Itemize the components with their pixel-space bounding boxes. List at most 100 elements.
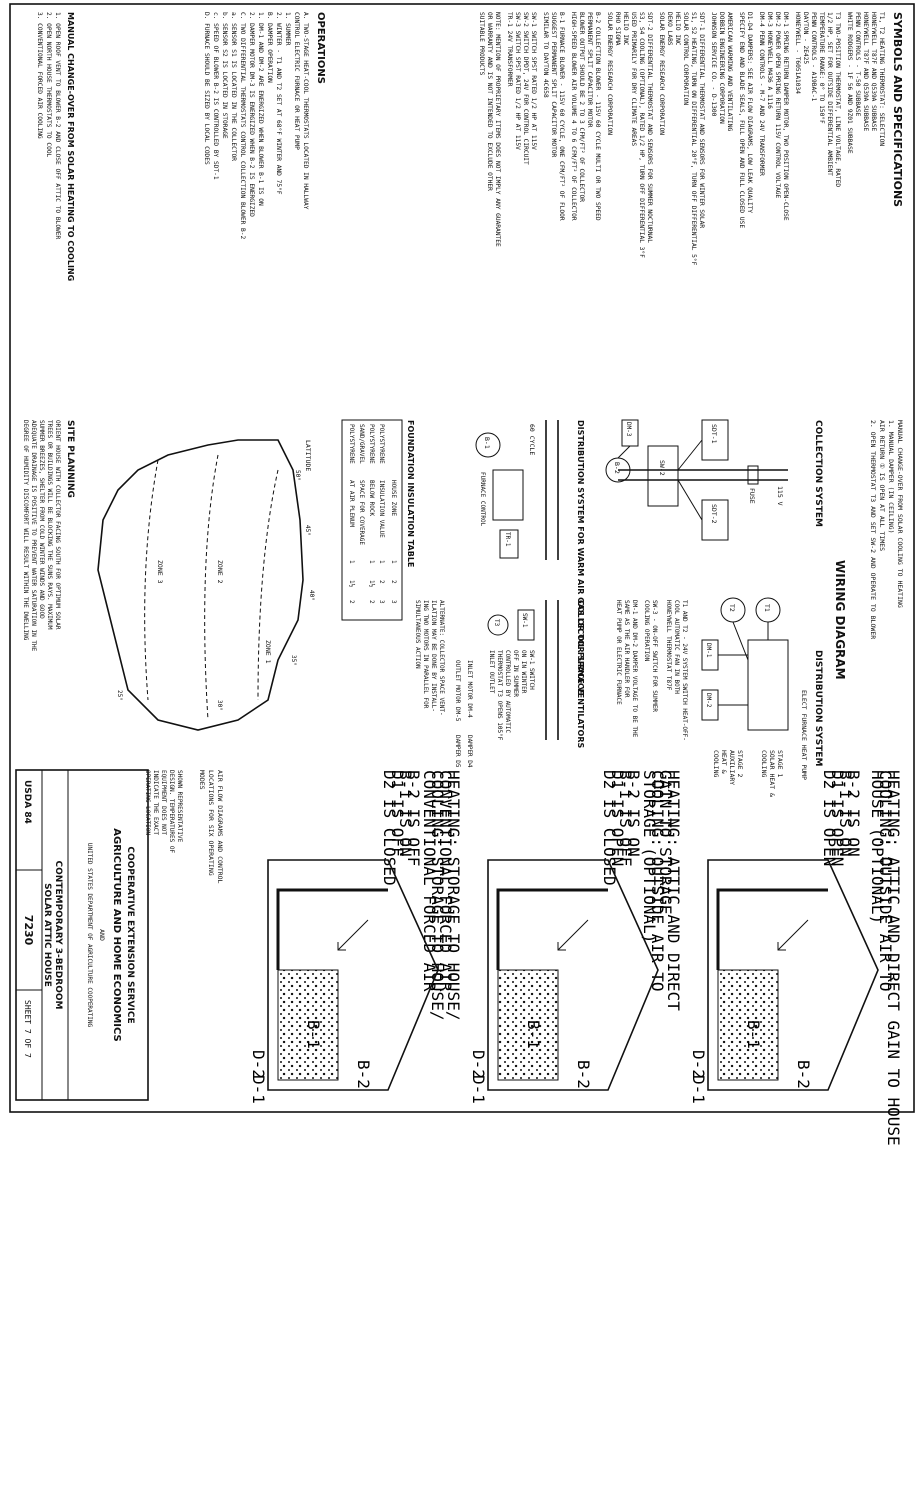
usda-cooperating: UNITED STATES DEPARTMENT OF AGRICULTURE … — [86, 843, 93, 1028]
spec-line: TEMPERATURE RANGE: 0° TO 150°F — [818, 12, 826, 124]
damper-d4-label: DAMPER D4 — [466, 735, 473, 768]
t3-label: T3 — [493, 619, 500, 627]
fuse-symbol — [747, 465, 759, 485]
foundation-insulation-table: FOUNDATION INSULATION TABLE HOUSE ZONE12… — [341, 419, 415, 621]
spec-line: HONEYWELL T87F AND Q539A SUBBASE — [870, 12, 877, 131]
air-duct — [276, 888, 388, 970]
spec-line: AMERICAN WARMING AND VENTILATING — [726, 12, 733, 131]
airflow-panel-state: B-2 IS OFF — [404, 770, 423, 866]
spec-line: SOLAR CONTROL CORPORATION — [682, 12, 689, 105]
sheet-number: SHEET 7 OF 7 — [23, 1000, 32, 1058]
foundation-cell: 2 — [368, 600, 375, 604]
sw-2-label: SW-2 — [658, 460, 666, 476]
spec-line: RHO SIGMA — [614, 12, 621, 46]
inlet-motor-label: INLET MOTOR DM-4 — [466, 660, 473, 718]
airflow-panel-title: HEATING: STORAGE TO HOUSE/ — [444, 770, 463, 1020]
airflow-panel-state: B-2 IS ON — [844, 770, 863, 857]
airflow-panel-title: GAIN TO STORAGE — [656, 770, 675, 915]
b-1-motor — [475, 432, 501, 458]
dm-note: HEAT PUMP OR ELECTRIC FURNACE — [615, 600, 622, 705]
spec-line: HIGH-SPEED BLOWER AIR VOLUME 4 TO 6 CFM/… — [570, 12, 577, 221]
spec-line: SUGGEST PERMANENT SPLIT CAPACITOR MOTOR — [550, 12, 557, 158]
spec-line: B-1 FURNACE BLOWER - 115V 60 CYCLE, ONE … — [558, 12, 565, 221]
latitude-tick: 30° — [216, 700, 223, 711]
org-line-1: COOPERATIVE EXTENSION SERVICE — [125, 846, 135, 1023]
manual-changeover-line: 1. OPEN ROOF VENT TO BLOWER B-2 AND CLOS… — [54, 12, 61, 240]
spec-line: DEKO LABS — [666, 12, 673, 46]
component-tag: D-1 — [249, 1075, 268, 1104]
spec-line: SW-3 SWITCH SPST RATED 1/2 HP AT 115V — [514, 12, 521, 150]
dm-3-label: DM-3 — [625, 422, 632, 437]
foundation-cell: 3 — [378, 600, 385, 604]
foundation-header: HOUSE ZONE — [390, 480, 397, 517]
spec-line: DOBBIN ENGINEERING CORPORATION — [718, 12, 725, 124]
spec-line: T1, T2 HEATING THERMOSTAT: SELECTION — [878, 12, 885, 146]
airflow-note-line: EQUIPMENT DOES NOT — [160, 770, 167, 835]
spec-line: 1/2 HP, SET FOR OUTSIDE DIFFERENTIAL AMB… — [826, 12, 833, 176]
house-section — [707, 859, 879, 1091]
foundation-cell: SPACE FOR COVERAGE — [358, 480, 365, 545]
house-section — [267, 859, 439, 1091]
t-note: COOL AUTOMATIC FAN IN BOTH — [673, 600, 680, 694]
wiring-title: WIRING DIAGRAM — [833, 560, 847, 680]
airflow-panel-state: D1 IS OPEN — [828, 770, 847, 866]
b-2-label: B-2 — [613, 462, 621, 474]
damper-d5-label: DAMPER D5 — [454, 735, 461, 768]
spec-line: NOTE: MENTION OF PROPRIETARY ITEMS DOES … — [494, 12, 501, 247]
ventilator-alternate-note: ALTERNATE: COLLECTOR SPACE VENT- — [438, 600, 445, 716]
wiring-manual-note: AIR RETURN ① IS OPEN AT ALL TIMES — [878, 420, 886, 551]
component-tag: D-2 — [469, 1050, 488, 1079]
spec-line: TR-1 24V TRANSFORMER — [506, 12, 513, 87]
operations-line: a. SENSOR S1 IS LOCATED IN THE COLLECTOR — [230, 12, 237, 161]
ventilators-title: COLLECTOR SPACE VENTILATORS — [576, 600, 585, 748]
operations-section: OPERATIONS A. TWO-STAGE HEAT-COOL THERMO… — [36, 12, 326, 281]
spec-line: HONEYWELL T87F AND Q539A SUBBASE — [862, 12, 869, 131]
spec-line: T3 TWO-POSITION THERMOSTAT, LINE VOLTAGE… — [834, 12, 841, 187]
airflow-panel-state: D2 IS CLOSED — [600, 770, 619, 886]
spec-line: SW-2 SWITCH DPDT, 24V FOR CONTROL CIRCUI… — [522, 12, 529, 165]
operations-line: CONTROL ELECTRIC FURNACE OR HEAT PUMP — [293, 12, 300, 150]
spec-line: SDT-1 DIFFERENTIAL THERMOSTAT AND SENSOR… — [698, 12, 705, 228]
operations-line: 1. SUMMER — [284, 12, 291, 46]
operations-line: 2. WINTER - T1 AND T2 SET AT 68°F WINTER… — [275, 12, 283, 195]
sw-2-box — [647, 445, 679, 507]
foundation-cell: INSULATION VALUE — [378, 480, 385, 538]
airflow-arrow — [337, 919, 369, 951]
operations-line: 2. DAMPER MOTOR DM-3 IS ENERGIZED WHEN B… — [248, 12, 255, 217]
sw-note: COOLING OPERATION — [643, 600, 650, 662]
component-tag: D-2 — [689, 1050, 708, 1079]
latitude-tick: 45° — [304, 525, 311, 536]
foundation-cell: 1½ — [368, 580, 375, 588]
component-tag: B-2 — [354, 1060, 373, 1089]
zone-3-boundary — [144, 459, 159, 701]
spec-line: DM-1 SPRING RETURN DAMPER MOTOR, TWO POS… — [782, 12, 789, 221]
foundation-header: 3 — [390, 600, 397, 604]
operations-line: D. FURNACE SHOULD BE SIZED BY LOCAL CODE… — [203, 12, 210, 165]
ventilator-note: INLET OUTLET — [488, 650, 495, 694]
zone-1-label: ZONE 1 — [264, 640, 272, 664]
sdt-2-label: SDT-2 — [710, 504, 718, 524]
operations-line: c. SPEED OF BLOWER B-2 IS CONTROLLED BY … — [212, 12, 219, 180]
spec-line: S1, S2 HEATING, TURN ON DIFFERENTIAL 20°… — [690, 12, 698, 266]
airflow-panel-title: COOLING: OUTSIDE AIR TO — [648, 770, 667, 992]
wiring-manual-note: 2. OPEN THERMOSTAT T3 AND SET SW-2 AND O… — [869, 420, 877, 639]
airflow-arrow — [777, 919, 809, 951]
usda-code: USDA 84 — [22, 780, 32, 824]
ventilator-alternate-note: ING TWO MOTORS IN PARALLEL FOR — [422, 600, 429, 709]
project-line-1: CONTEMPORARY 3-BEDROOM — [53, 861, 63, 1010]
furnace-label: ELECT FURNACE HEAT PUMP — [800, 690, 808, 780]
manual-changeover-line: 2. OPEN NORTH HOUSE THERMOSTATS TO COOL — [45, 12, 52, 158]
ventilator-note: CONTROLLED BY AUTOMATIC — [504, 650, 511, 733]
collection-115v: 115 V — [776, 486, 784, 506]
spec-line: SIMILAR TO DAYTON 4C658 — [542, 12, 549, 98]
stage-2-label: STAGE 2 — [736, 750, 744, 777]
usa-outline — [97, 439, 304, 731]
foundation-cell: 2 — [348, 600, 355, 604]
airflow-panel-title: HEATING: ATTIC AND DIRECT GAIN TO HOUSE — [884, 770, 903, 1146]
dm-1-label: DM-1 — [705, 643, 712, 658]
wiring-manual-note: MANUAL CHANGE-OVER FROM SOLAR COOLING TO… — [896, 420, 904, 608]
